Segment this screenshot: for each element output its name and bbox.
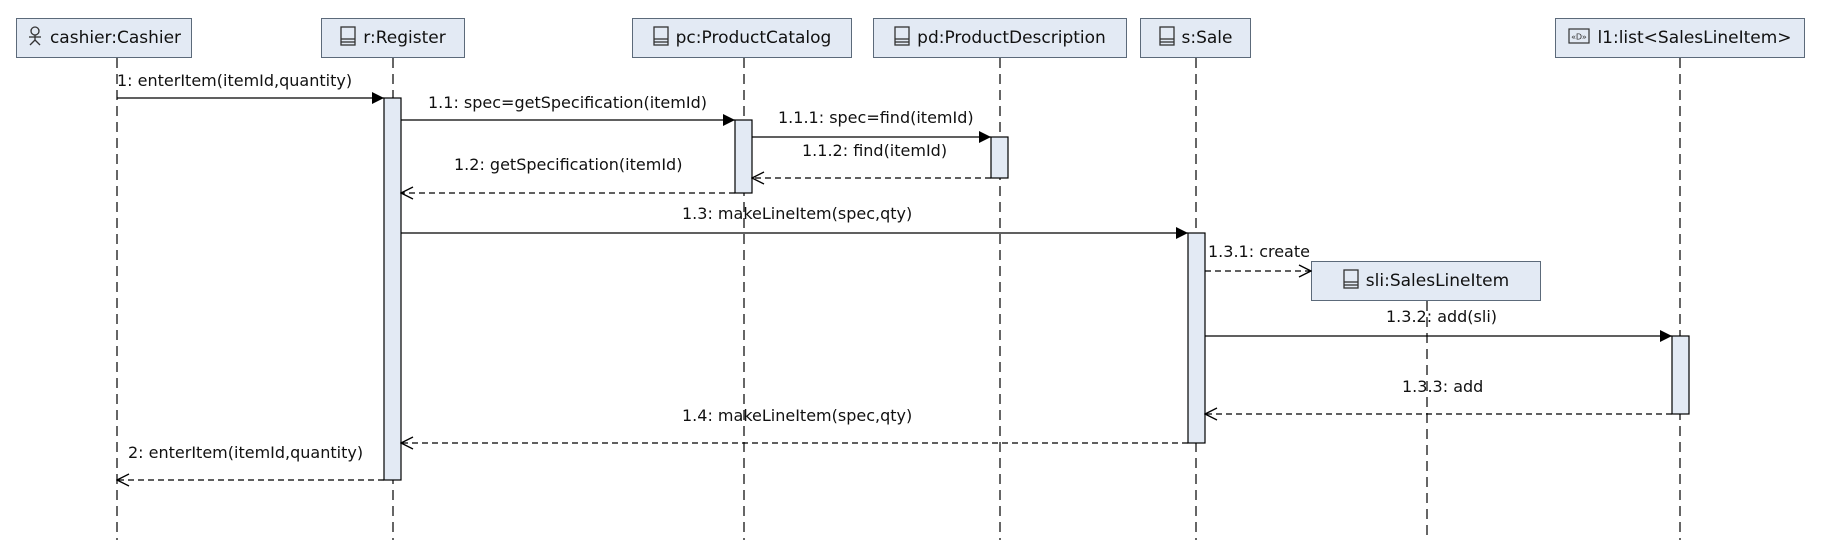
class-icon [652, 25, 669, 51]
actor-icon [27, 25, 43, 51]
svg-text:«D»: «D» [1572, 32, 1588, 41]
lifeline-head-cashier[interactable]: cashier:Cashier [16, 18, 192, 58]
class-icon [1343, 268, 1359, 294]
message-label-m1_1: 1.1: spec=getSpecification(itemId) [428, 93, 707, 112]
lifeline-label: r:Register [363, 28, 446, 48]
class-icon [340, 25, 356, 51]
message-label-m1_1_1: 1.1.1: spec=find(itemId) [778, 108, 974, 127]
class-icon [1158, 25, 1175, 51]
message-label-m1: 1: enterItem(itemId,quantity) [117, 71, 352, 90]
lifeline-label: pd:ProductDescription [917, 28, 1106, 48]
activation-description [990, 136, 1009, 179]
created-object-sli[interactable]: sli:SalesLineItem [1311, 261, 1541, 301]
lifeline-label: pc:ProductCatalog [675, 28, 832, 48]
message-label-m2: 2: enterItem(itemId,quantity) [128, 443, 363, 462]
activation-catalog [734, 119, 753, 194]
lifeline-head-description[interactable]: pd:ProductDescription [873, 18, 1127, 58]
message-label-m1_3_2: 1.3.2: add(sli) [1386, 307, 1497, 326]
message-label-m1_3: 1.3: makeLineItem(spec,qty) [682, 204, 912, 223]
activation-register [383, 97, 402, 481]
message-label-m1_1_2: 1.1.2: find(itemId) [802, 141, 947, 160]
message-label-m1_3_3: 1.3.3: add [1402, 377, 1483, 396]
lifeline-label: l1:list<SalesLineItem> [1597, 28, 1792, 48]
lifeline-head-list[interactable]: «D» l1:list<SalesLineItem> [1555, 18, 1805, 58]
created-object-label: sli:SalesLineItem [1365, 271, 1510, 291]
activation-sale [1187, 232, 1206, 444]
lifeline-head-register[interactable]: r:Register [321, 18, 465, 58]
message-label-m1_3_1: 1.3.1: create [1208, 242, 1310, 261]
message-label-m1_4: 1.4: makeLineItem(spec,qty) [682, 406, 912, 425]
class-icon [894, 25, 910, 51]
lifeline-label: s:Sale [1181, 28, 1233, 48]
lifeline-head-catalog[interactable]: pc:ProductCatalog [632, 18, 852, 58]
message-label-m1_2: 1.2: getSpecification(itemId) [454, 155, 682, 174]
lifeline-label: cashier:Cashier [49, 28, 182, 48]
activation-list [1671, 335, 1690, 415]
lifeline-head-sale[interactable]: s:Sale [1140, 18, 1251, 58]
datatype-icon: «D» [1568, 27, 1591, 49]
